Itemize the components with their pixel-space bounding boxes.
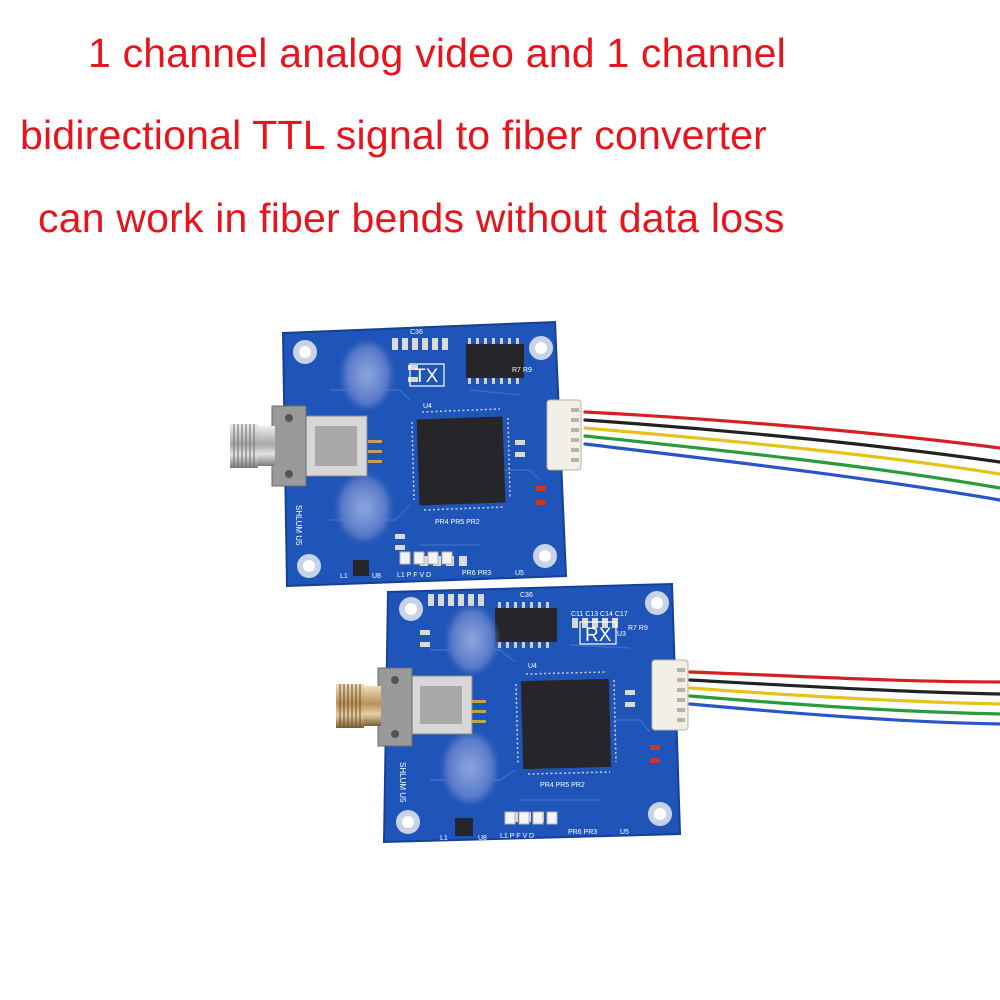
rx-silk-resistors: R7 R9 bbox=[628, 625, 648, 632]
rx-line-driver-chip bbox=[495, 608, 557, 642]
rx-silk-cap: C36 bbox=[520, 592, 533, 599]
tx-silk-resistors: R7 R9 bbox=[512, 367, 532, 374]
tx-silk-cap: C36 bbox=[410, 329, 423, 336]
rx-silk-inductor: L1 bbox=[440, 835, 448, 842]
headline-line-1: 1 channel analog video and 1 channel bbox=[88, 30, 786, 76]
tx-silk-u8: U8 bbox=[372, 573, 381, 580]
tx-line-driver-chip bbox=[466, 344, 524, 378]
tx-silk-module: SHLUM U5 bbox=[294, 505, 303, 546]
tx-board: TX C36 R7 R9 U4 PR4 PR5 PR2 PR6 PR3 L1 P… bbox=[230, 320, 1000, 588]
rx-silk-module: SHLUM U5 bbox=[398, 762, 407, 803]
tx-fiber-connector bbox=[230, 405, 307, 487]
rx-silk-pr: PR4 PR5 PR2 bbox=[540, 782, 585, 789]
tx-silk-pr-bottom: PR6 PR3 bbox=[462, 570, 491, 577]
rx-board: RX C36 C11 C13 C14 C17 U3 R7 R9 U4 PR4 P… bbox=[336, 582, 1000, 844]
tx-silk-u5: U5 bbox=[515, 570, 524, 577]
headline-line-3: can work in fiber bends without data los… bbox=[38, 195, 785, 241]
rx-board-label: RX bbox=[585, 625, 612, 646]
tx-main-chip bbox=[416, 416, 506, 506]
rx-mounting-holes bbox=[396, 591, 672, 834]
rx-silk-u8: U8 bbox=[478, 835, 487, 842]
headline-line-2: bidirectional TTL signal to fiber conver… bbox=[20, 112, 767, 158]
rx-wire-bundle bbox=[688, 670, 1000, 726]
tx-board-label: TX bbox=[414, 366, 439, 387]
tx-silk-chip: U4 bbox=[423, 403, 432, 410]
rx-silk-u3: U3 bbox=[617, 631, 626, 638]
tx-mounting-holes bbox=[293, 336, 557, 578]
rx-silk-leds: L1 P F V D bbox=[500, 833, 534, 840]
tx-silk-leds: L1 P F V D bbox=[397, 572, 431, 579]
rx-silk-caps-row: C11 C13 C14 C17 bbox=[571, 611, 628, 618]
rx-silk-u5: U5 bbox=[620, 829, 629, 836]
rx-silk-chip: U4 bbox=[528, 663, 537, 670]
tx-silk-inductor: L1 bbox=[340, 573, 348, 580]
rx-wire-connector bbox=[651, 659, 689, 731]
tx-silk-pr: PR4 PR5 PR2 bbox=[435, 519, 480, 526]
rx-silk-pr-bottom: PR6 PR3 bbox=[568, 829, 597, 836]
tx-wire-connector bbox=[546, 399, 582, 471]
rx-fiber-connector bbox=[336, 667, 413, 747]
tx-wire-bundle bbox=[583, 410, 1000, 502]
rx-main-chip bbox=[520, 678, 612, 770]
